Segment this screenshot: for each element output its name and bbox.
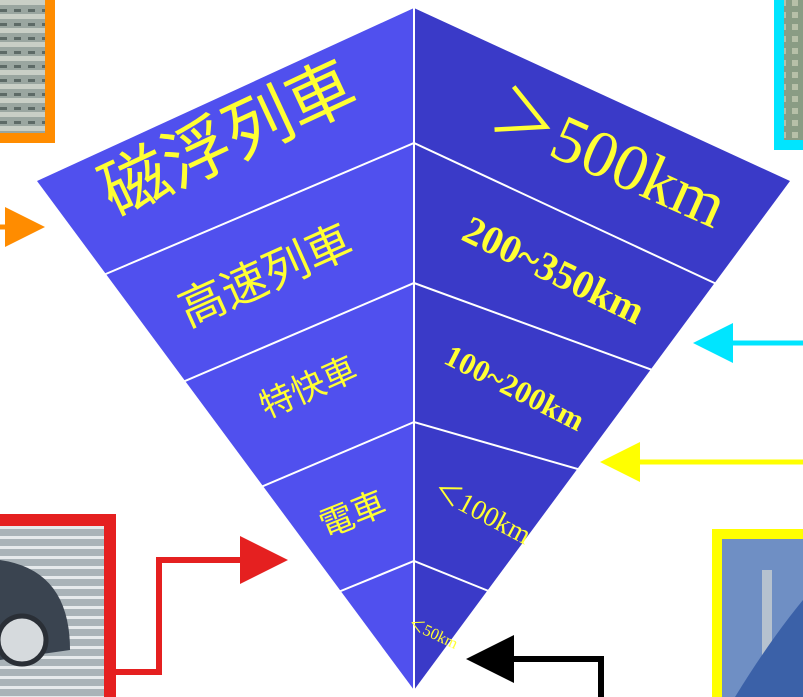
maglev-train-photo [0,0,55,143]
arrow-black [466,635,604,697]
pyramid-right-face [414,8,790,690]
high-speed-train-photo [774,0,803,150]
express-train-photo [712,529,803,697]
arrow-red [112,536,288,675]
tier-dividers [93,8,724,690]
electric-train-photo [0,514,116,697]
pyramid-left-face [37,8,414,690]
